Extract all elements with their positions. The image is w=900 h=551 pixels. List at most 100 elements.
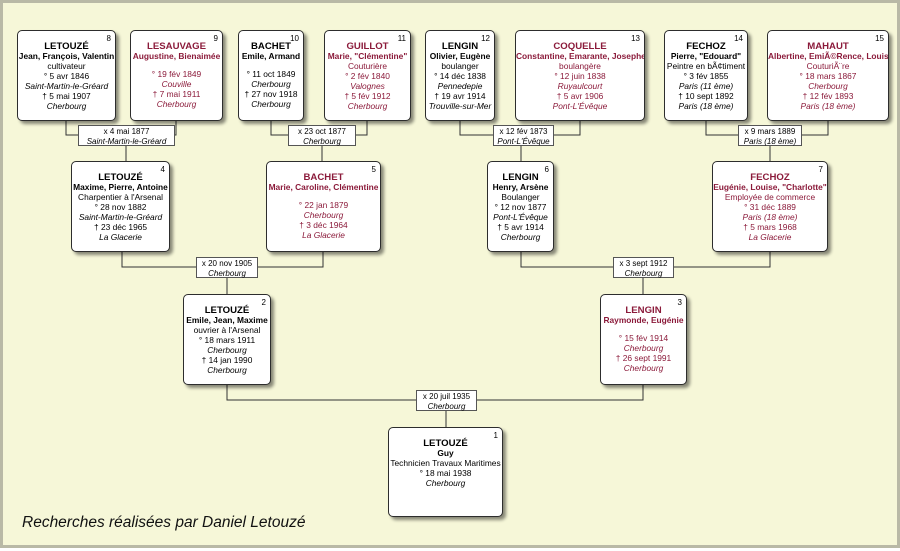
person-birth: ° 14 déc 1838 xyxy=(434,70,486,81)
person-number: 3 xyxy=(677,298,682,307)
person-birth: ° 12 juin 1838 xyxy=(554,70,606,81)
person-birth: ° 3 fév 1855 xyxy=(683,70,729,81)
person-surname: LETOUZÉ xyxy=(98,172,143,183)
person-given-names: Augustine, Bienaimée xyxy=(132,51,221,61)
connector-line xyxy=(65,121,177,161)
marriage-date: x 3 sept 1912 xyxy=(619,259,668,268)
person-given-names: Eugénie, Louise, "Charlotte" xyxy=(713,182,827,192)
person-death-place: Paris (18 ème) xyxy=(800,100,856,111)
person-death-place: La Glacerie xyxy=(99,231,142,242)
person-occupation: Employée de commerce xyxy=(724,191,816,202)
person-death-place: Paris (18 ème) xyxy=(678,100,734,111)
person-birth: ° 12 nov 1877 xyxy=(494,201,547,212)
connector-line xyxy=(520,252,771,294)
person-death-place: La Glacerie xyxy=(748,231,792,242)
person-birth: ° 22 jan 1879 xyxy=(298,199,349,210)
person-surname: FECHOZ xyxy=(750,172,790,183)
person-number: 8 xyxy=(106,34,111,43)
person-death-place: Cherbourg xyxy=(251,98,291,109)
person-death: † 26 sept 1991 xyxy=(615,352,672,363)
person-death-place: Pont-L'Évêque xyxy=(552,100,608,111)
person-birth-place: Cherbourg xyxy=(207,344,247,355)
person-birth-place: Saint-Martin-le-Gréard xyxy=(78,211,163,222)
person-death-place: La Glacerie xyxy=(302,229,345,240)
person-occupation: cultivateur xyxy=(47,60,86,71)
person-death: † 5 avr 1914 xyxy=(497,221,544,232)
person-birth: ° 11 oct 1849 xyxy=(246,68,296,79)
person-death-place: Cherbourg xyxy=(156,98,197,109)
person-surname: GUILLOT xyxy=(346,41,389,52)
person-birth-place: Cherbourg xyxy=(623,342,664,353)
person-occupation: Peintre en bÃ¢timent xyxy=(666,60,746,71)
footer-credit: Recherches réalisées par Daniel Letouzé xyxy=(22,514,306,531)
person-death: † 5 mars 1968 xyxy=(743,221,797,232)
person-surname: LETOUZÉ xyxy=(423,438,468,449)
marriage-date: x 20 nov 1905 xyxy=(201,259,253,268)
marriage-place: Paris (18 ème) xyxy=(743,136,797,146)
person-death: † 5 mai 1907 xyxy=(42,90,91,101)
person-given-names: Emile, Jean, Maxime xyxy=(186,315,268,325)
person-surname: FECHOZ xyxy=(686,41,726,52)
person-birth-place: Cherbourg xyxy=(808,80,848,91)
person-death: † 7 mai 1911 xyxy=(152,88,201,99)
person-birth-place: Cherbourg xyxy=(425,477,466,488)
person-birth: ° 19 fév 1849 xyxy=(151,68,202,79)
connector-line xyxy=(121,252,324,294)
person-number: 5 xyxy=(371,165,376,174)
person-occupation: boulangère xyxy=(559,60,601,71)
person-occupation: boulanger xyxy=(441,60,479,71)
person-number: 12 xyxy=(481,34,490,43)
person-surname: LETOUZÉ xyxy=(204,305,250,316)
person-given-names: Constantine, Emarante, Josephe xyxy=(516,51,645,61)
person-number: 13 xyxy=(631,34,640,43)
person-birth-place: Saint-Martin-le-Gréard xyxy=(24,80,109,91)
person-birth: ° 15 fév 1914 xyxy=(618,332,669,343)
person-occupation: ouvrier à l'Arsenal xyxy=(193,324,261,335)
person-birth-place: Paris (18 ème) xyxy=(742,211,798,222)
person-birth: ° 5 avr 1846 xyxy=(43,70,90,81)
person-death: † 3 déc 1964 xyxy=(299,219,348,230)
person-number: 1 xyxy=(493,431,498,440)
person-surname: LENGIN xyxy=(441,41,479,52)
marriage-date: x 23 oct 1877 xyxy=(297,127,347,136)
person-surname: LENGIN xyxy=(502,172,539,183)
person-death-place: Trouville-sur-Mer xyxy=(428,100,492,111)
person-death-place: Cherbourg xyxy=(207,364,247,375)
connector-line xyxy=(226,385,644,427)
marriage-date: x 20 juil 1935 xyxy=(422,392,471,401)
person-number: 10 xyxy=(290,34,299,43)
person-given-names: Maxime, Pierre, Antoine xyxy=(73,182,168,192)
connector-line xyxy=(705,121,829,161)
connector-line xyxy=(459,121,581,161)
person-death: † 23 déc 1965 xyxy=(93,221,148,232)
marriage-date: x 12 fév 1873 xyxy=(499,127,548,136)
person-given-names: Pierre, "Edouard" xyxy=(670,51,742,61)
person-given-names: Jean, François, Valentin xyxy=(18,51,115,61)
person-death-place: Cherbourg xyxy=(347,100,388,111)
person-death-place: Cherbourg xyxy=(46,100,87,111)
person-given-names: Olivier, Eugène xyxy=(429,51,491,61)
person-death: † 12 fév 1893 xyxy=(802,90,854,101)
person-number: 15 xyxy=(875,34,884,43)
person-occupation: Charpentier à l'Arsenal xyxy=(78,191,163,202)
person-birth-place: Valognes xyxy=(350,80,385,91)
person-given-names: Guy xyxy=(437,448,454,458)
person-occupation: CouturiÃ¨re xyxy=(806,60,850,71)
